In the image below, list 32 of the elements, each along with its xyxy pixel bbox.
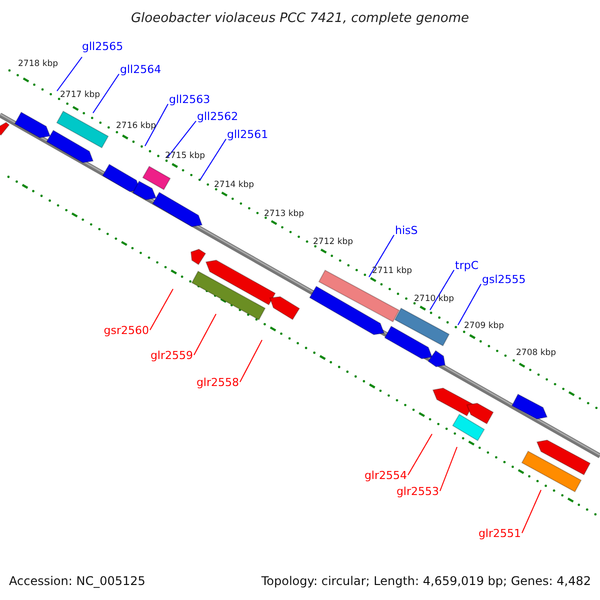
- leader-line: [144, 104, 168, 146]
- leader-line: [430, 270, 454, 310]
- title: Gloeobacter violaceus PCC 7421, complete genome: [130, 12, 470, 25]
- leader-line: [440, 446, 458, 492]
- scale-label: 2709 kbp: [464, 322, 504, 330]
- scale-label: 2713 kbp: [264, 210, 304, 218]
- leader-line: [150, 288, 174, 330]
- scale-label: 2714 kbp: [214, 181, 254, 190]
- leader-line: [458, 284, 482, 326]
- gene-label: hisS: [395, 225, 418, 236]
- scale-label: 2717 kbp: [60, 91, 100, 100]
- scale-label: 2712 kbp: [313, 238, 354, 246]
- accession-text: Accession: NC_005125: [9, 575, 146, 587]
- leader-line: [368, 234, 394, 278]
- gene-label: glr2551: [478, 528, 521, 539]
- gene-label: gll2565: [82, 41, 124, 52]
- scale-label: 2715 kbp: [165, 152, 206, 160]
- genome-info-text: Topology: circular; Length: 4,659,019 bp; Genes: 4,482: [261, 575, 591, 587]
- leader-line: [56, 56, 82, 92]
- gene-label: gll2562: [197, 111, 238, 122]
- leader-line: [200, 138, 226, 180]
- leader-line: [240, 340, 262, 382]
- leader-line: [166, 120, 196, 158]
- scale-label: 2711 kbp: [372, 267, 412, 276]
- leader-line: [522, 490, 542, 534]
- scale-label: 2708 kbp: [516, 349, 556, 358]
- scale-label: 2710 kbp: [414, 295, 454, 304]
- scale-label: 2716 kbp: [116, 122, 156, 130]
- leader-line: [194, 314, 216, 356]
- gene-label: gll2564: [120, 64, 162, 75]
- leader-line: [92, 74, 120, 114]
- leader-line: [408, 434, 432, 476]
